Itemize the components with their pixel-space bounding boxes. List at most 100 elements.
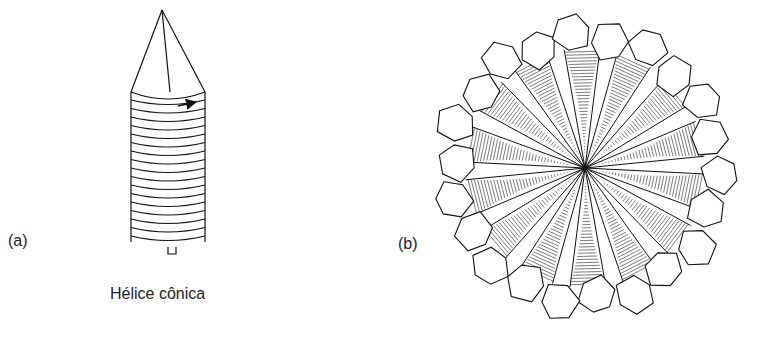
- hatch-line: [544, 97, 557, 104]
- hatch-line: [565, 131, 569, 133]
- cone-edge: [585, 106, 688, 169]
- hatch-line: [653, 216, 667, 234]
- hatch-line: [637, 205, 645, 215]
- hatch-line: [508, 219, 522, 235]
- hatch-line: [606, 172, 607, 173]
- hatch-line: [655, 217, 670, 237]
- cone-cap: [508, 265, 544, 302]
- cone-cap: [683, 84, 720, 117]
- hatch-line: [596, 164, 597, 165]
- hatch-line: [599, 170, 600, 172]
- hatch-line: [658, 176, 661, 190]
- cone-edge: [472, 127, 585, 168]
- hatch-line: [494, 180, 499, 201]
- hatch-line: [582, 127, 586, 128]
- hatch-line: [481, 180, 488, 207]
- hatch-line: [582, 230, 592, 231]
- hatch-line: [579, 178, 580, 179]
- hatch-line: [607, 217, 614, 221]
- hatch-line: [532, 178, 534, 185]
- cone-edge: [466, 168, 585, 180]
- hatch-line: [604, 152, 605, 153]
- cone-assembly: [436, 14, 737, 318]
- hatch-line: [543, 135, 547, 140]
- hatch-line: [616, 240, 633, 249]
- hatch-line: [598, 136, 601, 137]
- hatch-line: [523, 179, 526, 189]
- hatch-line: [563, 210, 568, 212]
- hatch-line: [544, 158, 546, 162]
- cone-edge: [547, 54, 585, 168]
- hatch-line: [664, 176, 667, 193]
- hatch-line: [622, 133, 626, 138]
- hatch-line: [578, 252, 597, 254]
- hatch-line: [648, 101, 662, 117]
- cone-edge: [520, 168, 585, 269]
- hatch-line: [560, 162, 561, 164]
- hatch-line: [631, 175, 632, 181]
- coil: [131, 151, 205, 156]
- cone-edge: [585, 168, 655, 265]
- hatch-line: [617, 158, 619, 161]
- hatch-line: [584, 202, 587, 203]
- helix-side: [204, 92, 205, 242]
- helix-coils: [131, 100, 205, 241]
- hatch-line: [558, 189, 560, 191]
- hatch-line: [542, 94, 556, 101]
- hatch-line: [578, 181, 580, 182]
- hatch-line: [529, 178, 531, 186]
- hatch-line: [602, 124, 607, 126]
- hatch-line: [563, 128, 567, 130]
- hatch-line: [580, 240, 594, 241]
- hatch-line: [562, 150, 563, 152]
- hatch-line: [575, 265, 600, 267]
- hatch-line: [502, 221, 518, 240]
- hatch-line: [604, 182, 606, 183]
- hatch-line: [590, 178, 591, 179]
- hatch-line: [577, 95, 591, 96]
- cone-cap: [552, 14, 588, 50]
- hatch-line: [612, 188, 614, 190]
- hatch-line: [585, 183, 587, 184]
- coil: [131, 211, 205, 216]
- hatch-line: [600, 130, 604, 132]
- hatch-line: [638, 114, 647, 125]
- hatch-line: [560, 187, 562, 189]
- hatch-line: [510, 180, 514, 194]
- hatch-line: [581, 234, 592, 235]
- hatch-line: [500, 142, 504, 160]
- cone-edge: [506, 168, 585, 258]
- hatch-line: [513, 179, 516, 192]
- hatch-line: [474, 180, 482, 210]
- cone-cap: [616, 275, 653, 314]
- hatch-line: [583, 218, 590, 219]
- hatch-line: [559, 148, 561, 150]
- hatch-line: [671, 135, 676, 156]
- hatch-line: [568, 137, 571, 138]
- hatch-line: [582, 224, 590, 225]
- hatch-line: [555, 191, 557, 194]
- hatch-line: [580, 114, 587, 115]
- hatch-line: [602, 163, 603, 165]
- hatch-line: [681, 175, 686, 201]
- cone-edge: [585, 168, 705, 174]
- hatch-line: [530, 76, 552, 87]
- hatch-line: [566, 204, 570, 206]
- hatch-line: [525, 209, 534, 219]
- hatch-line: [585, 192, 587, 193]
- cone-cap: [455, 212, 493, 251]
- hatch-line: [609, 186, 611, 188]
- hatch-line: [578, 101, 589, 102]
- hatch-line: [573, 79, 593, 81]
- hatch-line: [597, 139, 599, 140]
- hatch-line: [589, 157, 590, 158]
- hatch-line: [566, 134, 569, 136]
- coil: [131, 236, 205, 241]
- hatch-line: [614, 189, 616, 192]
- hatch-line: [564, 152, 566, 153]
- hatch-line: [593, 148, 594, 150]
- cone-edge: [585, 78, 664, 168]
- cone-cap: [657, 56, 691, 97]
- hatch-line: [585, 195, 587, 196]
- hatch-line: [654, 144, 657, 157]
